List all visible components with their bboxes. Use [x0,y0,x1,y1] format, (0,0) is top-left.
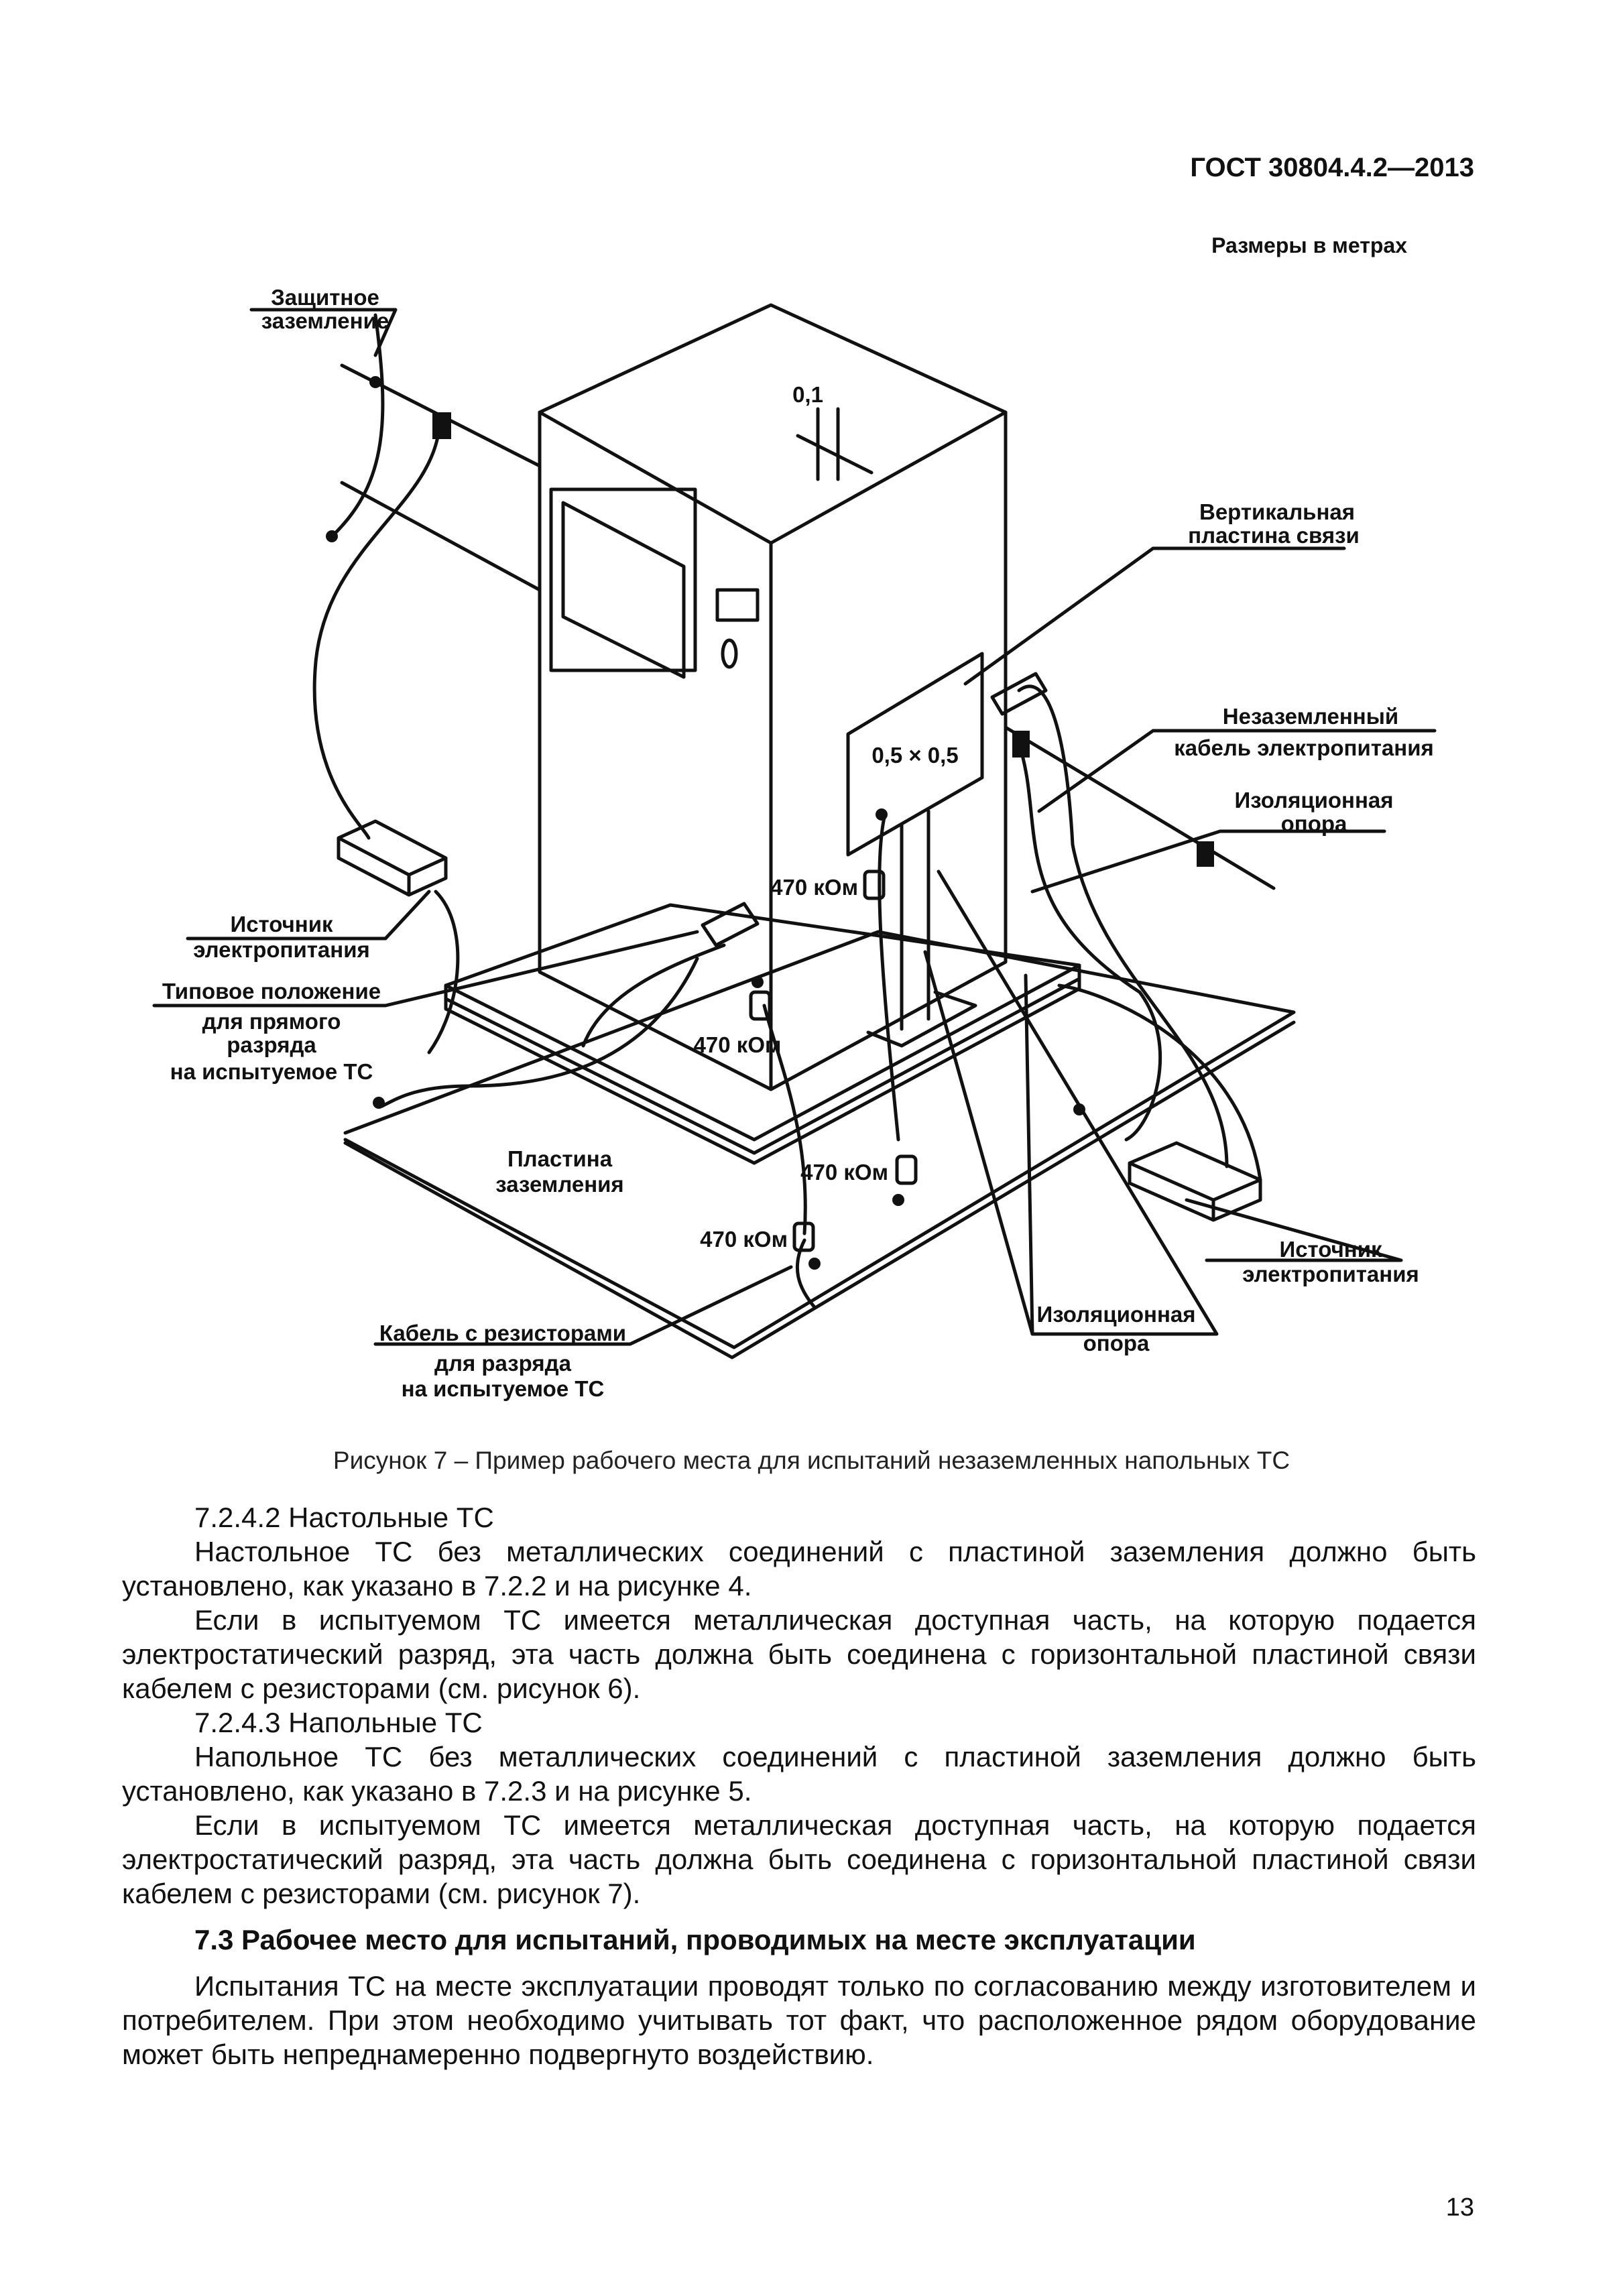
power-source-right [1128,1141,1262,1222]
standard-header: ГОСТ 30804.4.2—2013 [1190,153,1474,182]
label-cable-resistors-1: Кабель с резисторами [379,1321,626,1345]
label-resistor-4: 470 кОм [700,1227,788,1252]
label-typical-position-2: для прямого [202,1009,341,1034]
label-cable-resistors-3: на испытуемое ТС [402,1376,605,1401]
page-number: 13 [1445,2193,1474,2222]
label-ungrounded-cable-1: Незаземленный [1223,704,1398,729]
label-insulating-support-1: Изоляционная [1234,788,1393,812]
paragraph: Если в испытуемом ТС имеется металлическ… [122,1809,1476,1909]
vertical-coupling-plate [846,652,984,857]
resistor-3 [895,1154,918,1185]
subsection-7-2-4-2: 7.2.4.2 Настольные ТС [194,1502,494,1533]
label-typical-position-3: разряда [227,1032,316,1057]
label-typical-position-1: Типовое положение [162,979,381,1004]
resistor-2 [749,990,772,1021]
power-source-left [337,819,448,897]
dimensions-note: Размеры в метрах [1211,233,1407,257]
section-heading-7-3: 7.3 Рабочее место для испытаний, проводи… [194,1924,1196,1955]
label-plate-size: 0,5 × 0,5 [871,743,958,768]
label-resistor-3: 470 кОм [800,1160,888,1185]
paragraph: Испытания ТС на месте эксплуатации прово… [122,1970,1476,2070]
label-power-source-right-2: электропитания [1242,1262,1419,1286]
test-setup-figure: Защитное заземление 0,1 Вертикальная пла… [152,285,1437,1401]
label-vertical-plate-1: Вертикальная [1199,499,1355,524]
label-insulating-support-2: опора [1281,811,1347,836]
label-ground-plane-2: заземления [495,1172,623,1197]
label-vertical-plate-2: пластина связи [1188,523,1360,548]
ground-plane [343,930,1296,1349]
paragraph: Напольное ТС без металлических соединени… [122,1741,1476,1807]
paragraph: Если в испытуемом ТС имеется металлическ… [122,1604,1476,1704]
label-protective-ground-2: заземление [261,308,389,333]
label-resistor-2: 470 кОм [694,1032,782,1057]
label-cable-resistors-2: для разряда [434,1351,572,1376]
paragraph: Настольное ТС без металлических соединен… [122,1536,1476,1602]
label-ground-plane-1: Пластина [507,1146,613,1171]
label-power-source-right-1: Источник [1279,1237,1382,1262]
resistor-1 [863,869,886,900]
label-power-source-left-2: электропитания [193,937,369,962]
figure-caption: Рисунок 7 – Пример рабочего места для ис… [333,1447,1290,1474]
label-insulating-support-bottom-1: Изоляционная [1036,1302,1195,1327]
label-power-source-left-1: Источник [230,912,333,936]
label-insulating-support-bottom-2: опора [1083,1331,1150,1355]
body-text: 7.2.4.2 Настольные ТС Настольное ТС без … [122,1500,1476,2071]
subsection-7-2-4-3: 7.2.4.3 Напольные ТС [194,1707,483,1738]
label-resistor-1: 470 кОм [770,875,858,900]
display-window [549,487,697,672]
label-protective-ground-1: Защитное [271,285,379,310]
label-typical-position-4: на испытуемое ТС [170,1059,373,1084]
label-dim-gap: 0,1 [792,382,823,407]
cabinet [538,303,1008,545]
resistor-4 [792,1221,815,1252]
label-ungrounded-cable-2: кабель электропитания [1174,735,1434,760]
